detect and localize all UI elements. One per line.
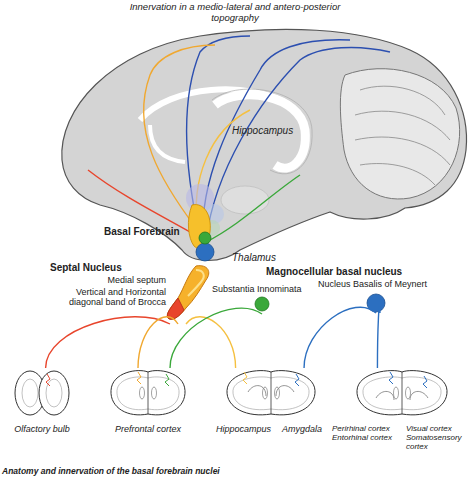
projection-line — [46, 317, 170, 368]
coronal-section — [354, 368, 450, 420]
nucleus-label: Substantia Innominata — [212, 284, 312, 294]
nucleus-label: Septal Nucleus — [50, 262, 166, 274]
nucleus-group: Substantia Innominata — [212, 284, 312, 314]
coronal-section — [224, 368, 318, 420]
brain-section: HippocampusAmygdala — [212, 368, 330, 448]
nucleus-group: Nucleus Basalis of Meynert — [318, 279, 438, 313]
cerebellum-folia — [355, 86, 450, 185]
nucleus-group: Septal NucleusMedial septumVertical and … — [28, 262, 213, 324]
fornix — [150, 125, 185, 162]
nucleus-label: Nucleus Basalis of Meynert — [318, 279, 438, 289]
target-label: Perirhinal cortex Entorhinal cortex — [332, 424, 404, 442]
brain-section: Prefrontal cortex — [98, 368, 198, 448]
basal-forebrain-shape — [188, 205, 210, 249]
group-label: Magnocellular basal nucleus — [266, 266, 436, 278]
region-label: Basal Forebrain — [104, 226, 194, 238]
olfactory-section — [11, 368, 73, 420]
brain-section: Olfactory bulb — [6, 368, 78, 448]
brain-outline — [62, 29, 467, 260]
coronal-section — [108, 368, 188, 420]
cerebellum — [340, 69, 459, 199]
projection-line — [304, 307, 376, 368]
projection-line — [170, 308, 262, 368]
caption: Anatomy and innervation of the basal for… — [2, 467, 472, 477]
region-label: Hippocampus — [232, 125, 302, 137]
target-label: Prefrontal cortex — [98, 424, 198, 434]
nucleus-label: Medial septum — [36, 275, 166, 285]
nbm-dot — [196, 243, 214, 261]
nucleus-label: Vertical and Horizontal diagonal band of… — [53, 287, 166, 308]
projection-line — [138, 317, 178, 368]
septal-nucleus-shape — [166, 264, 213, 324]
target-label: Amygdala — [282, 424, 330, 434]
region-label: Thalamus — [232, 252, 292, 264]
projection-orange — [144, 45, 215, 228]
projection-line — [377, 307, 380, 368]
projection-red — [88, 170, 190, 232]
projection-line — [186, 317, 236, 368]
target-label: Olfactory bulb — [6, 424, 78, 434]
thalamus-shape — [221, 186, 269, 214]
brain-section: Perirhinal cortex Entorhinal cortexVisua… — [332, 368, 474, 448]
target-label: Visual cortex Somatosensory cortex — [406, 424, 474, 452]
hippocampus-shape — [215, 95, 305, 168]
projection-blue — [203, 40, 350, 238]
annotation: Innervation in a medio-lateral and anter… — [128, 2, 342, 24]
si-dot — [199, 232, 211, 244]
target-label: Hippocampus — [216, 424, 280, 434]
projection-blue — [206, 47, 390, 240]
